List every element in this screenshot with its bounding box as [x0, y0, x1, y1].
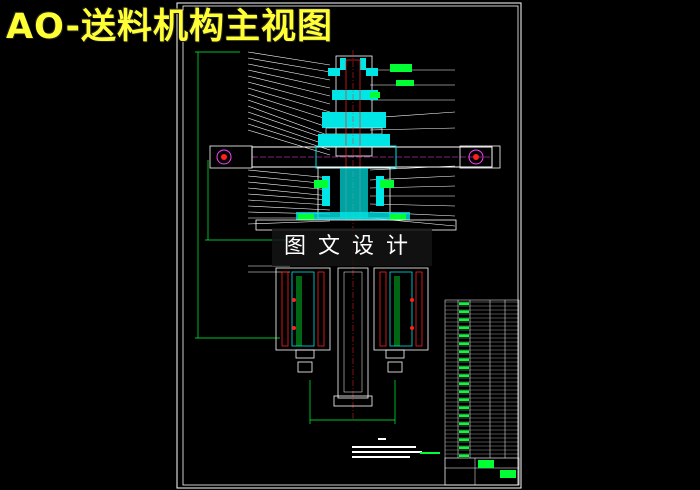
outer-frame	[176, 2, 522, 489]
parts-list-cell-mark	[459, 374, 469, 377]
lower-housing	[255, 167, 457, 231]
watermark: 图文设计	[272, 228, 432, 266]
parts-list-table	[444, 299, 520, 486]
title-block	[444, 457, 520, 486]
parts-list-cell-mark	[459, 414, 469, 417]
parts-list-cell-mark	[459, 390, 469, 393]
parts-list-cell-mark	[459, 382, 469, 385]
parts-list-cell-mark	[459, 326, 469, 329]
parts-list-cell-mark	[459, 358, 469, 361]
parts-list-cell-mark	[459, 406, 469, 409]
parts-list-cell-mark	[459, 334, 469, 337]
parts-list-cell-mark	[459, 342, 469, 345]
parts-list-cell-mark	[459, 310, 469, 313]
horizontal-arm	[209, 145, 501, 169]
drawing-title: AO-送料机构主视图	[6, 7, 334, 47]
parts-list-cell-mark	[459, 350, 469, 353]
spindle-upper	[318, 50, 414, 420]
parts-list-cell-mark	[459, 446, 469, 449]
technical-notes	[352, 438, 440, 458]
parts-list-cell-mark	[459, 318, 469, 321]
parts-list-cell-mark	[459, 422, 469, 425]
parts-list-cell-mark	[459, 430, 469, 433]
parts-list-cell-mark	[459, 366, 469, 369]
cylinders	[275, 267, 429, 407]
parts-list-rows	[445, 301, 519, 459]
parts-list-cell-mark	[459, 398, 469, 401]
inner-frame	[182, 5, 519, 486]
parts-list-cell-mark	[459, 302, 469, 305]
dimension-lines	[195, 51, 396, 424]
parts-list-cell-mark	[459, 454, 469, 457]
parts-list-cell-mark	[459, 438, 469, 441]
